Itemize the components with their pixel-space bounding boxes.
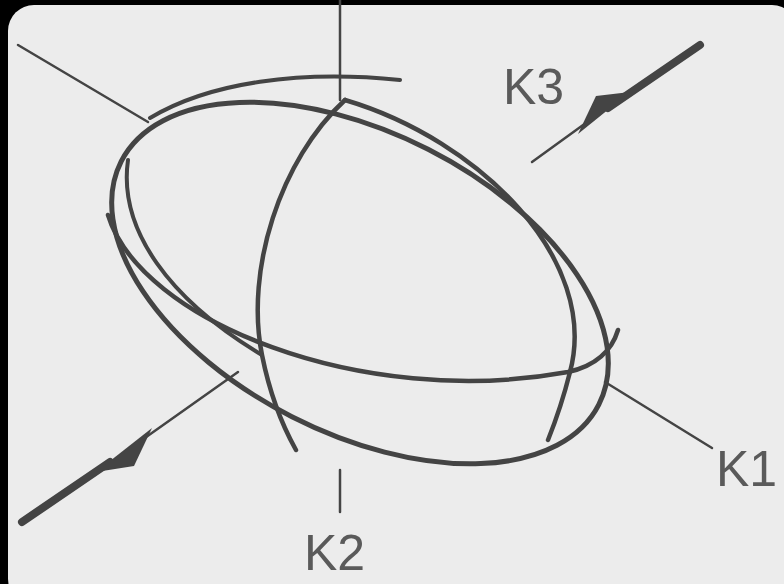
ellipsoid-meridian	[127, 160, 262, 355]
ellipsoid-meridian	[258, 100, 345, 450]
ellipsoid-outline	[53, 28, 667, 539]
k3-axis	[532, 120, 590, 162]
ellipsoid-band	[150, 77, 400, 118]
k2-axis	[339, 0, 342, 100]
background-panel	[8, 5, 784, 584]
arrowhead	[96, 428, 152, 472]
k1-axis	[18, 45, 148, 122]
k3-arrow	[22, 462, 110, 522]
axis-label: K3	[503, 62, 564, 112]
k2-axis	[339, 470, 342, 512]
k1-axis	[605, 382, 712, 448]
axis-label: K2	[304, 528, 365, 578]
ellipsoid-meridian	[345, 100, 575, 440]
axis-label: K1	[716, 444, 777, 494]
arrowhead	[578, 92, 630, 134]
